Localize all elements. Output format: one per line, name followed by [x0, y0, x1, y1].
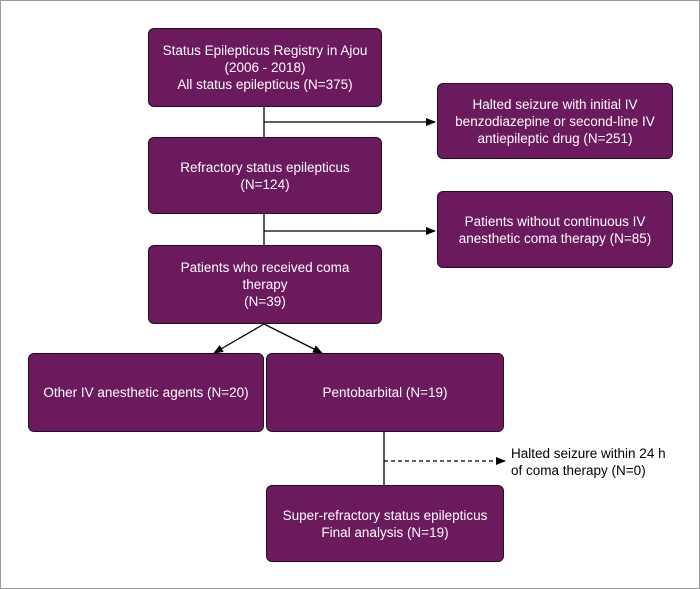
no-coma-box: Patients without continuous IV anestheti… — [437, 191, 673, 268]
super-refractory-line-1: Super-refractory status epilepticus — [282, 507, 488, 523]
registry-box: Status Epilepticus Registry in Ajou (200… — [148, 28, 382, 107]
coma-therapy-box: Patients who received coma therapy (N=39… — [148, 245, 382, 324]
halted-initial-line-1: Halted seizure with initial IV — [472, 96, 638, 112]
halted-24h-line-1: Halted seizure within 24 h — [511, 446, 666, 461]
no-coma-line-2: anesthetic coma therapy (N=85) — [458, 230, 652, 246]
no-coma-line-1: Patients without continuous IV — [464, 213, 646, 229]
pentobarbital-box: Pentobarbital (N=19) — [266, 353, 504, 432]
halted-24h-label: Halted seizure within 24 h of coma thera… — [511, 445, 666, 479]
registry-line-3: All status epilepticus (N=375) — [177, 77, 353, 92]
coma-therapy-line-1: Patients who received coma therapy — [180, 260, 350, 292]
halted-initial-box: Halted seizure with initial IV benzodiaz… — [437, 83, 673, 159]
coma-therapy-line-2: (N=39) — [244, 294, 286, 309]
other-agents-line-1: Other IV anesthetic agents (N=20) — [43, 385, 249, 400]
registry-line-1: Status Epilepticus Registry in Ajou — [162, 43, 368, 58]
refractory-line-1: Refractory status epilepticus (N=124) — [180, 159, 350, 192]
registry-line-2: (2006 - 2018) — [224, 60, 306, 75]
halted-initial-line-3: antiepileptic drug (N=251) — [477, 130, 633, 146]
arrow-to-pentobarbital — [263, 323, 323, 354]
super-refractory-line-2: Final analysis (N=19) — [321, 524, 449, 540]
arrow-to-other-agents — [213, 323, 265, 354]
super-refractory-box: Super-refractory status epilepticus Fina… — [266, 485, 504, 562]
halted-24h-line-2: of coma therapy (N=0) — [511, 463, 646, 478]
halted-initial-line-2: benzodiazepine or second-line IV — [455, 113, 655, 129]
refractory-box: Refractory status epilepticus (N=124) — [148, 137, 382, 214]
other-agents-box: Other IV anesthetic agents (N=20) — [28, 353, 264, 432]
pentobarbital-line-1: Pentobarbital (N=19) — [322, 385, 448, 400]
